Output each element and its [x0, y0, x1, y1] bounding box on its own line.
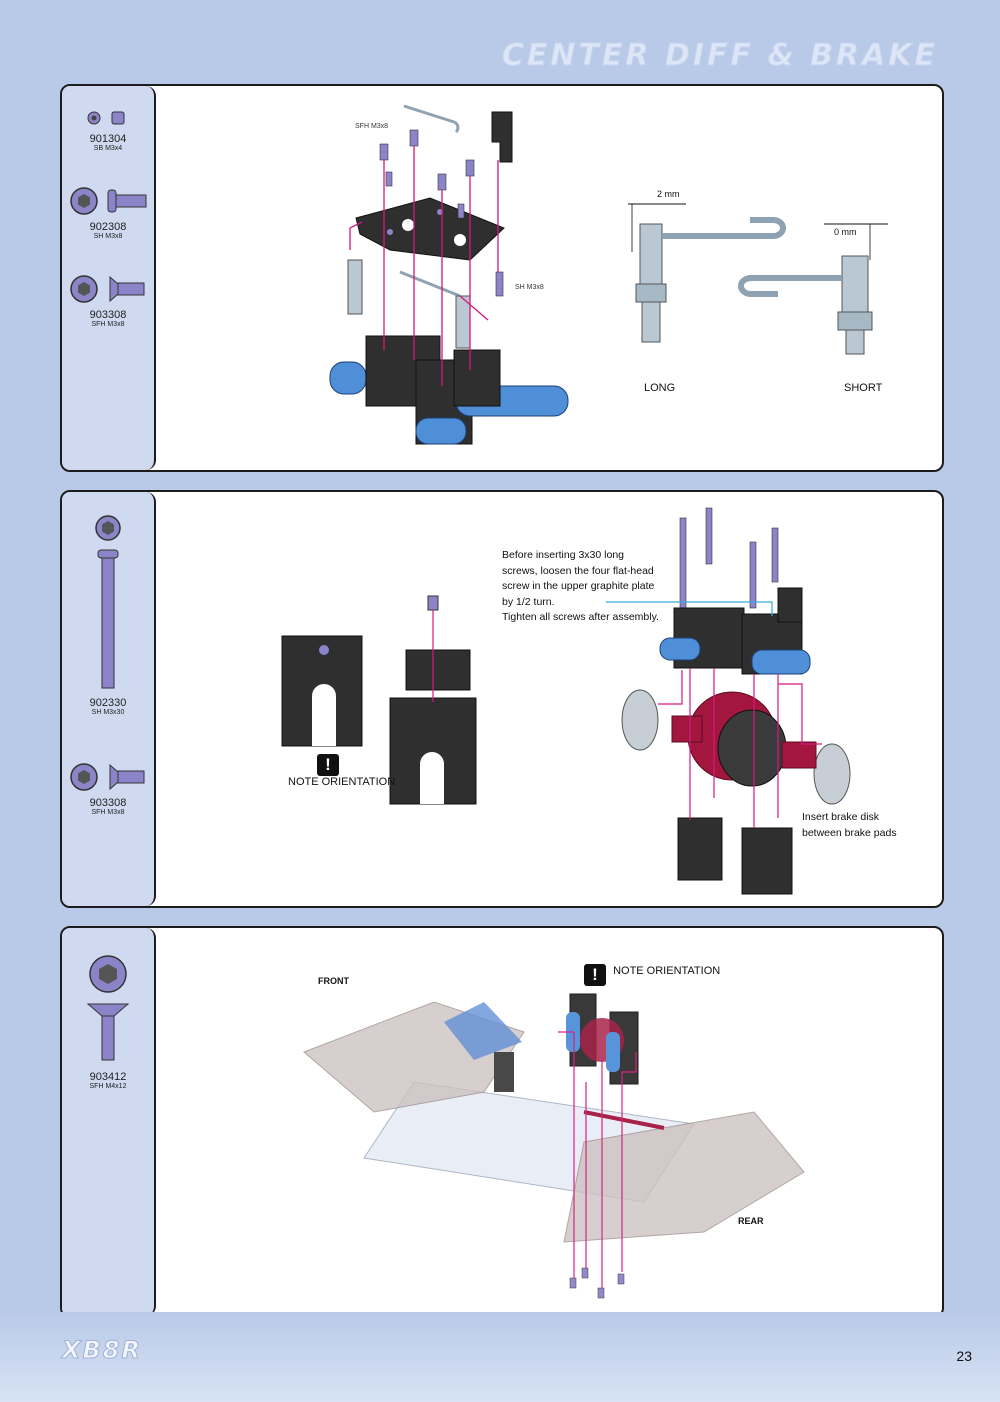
pin-length-diagram — [628, 203, 888, 355]
label-short: SHORT — [844, 382, 883, 394]
socket-head-screw-icon — [70, 187, 147, 215]
chassis-assembly-diagram — [303, 993, 805, 1299]
footer-band — [0, 1312, 1000, 1402]
step-panel-2: 902330 SH M3x30 903308 SFH M3x8 ! NOTE O… — [60, 490, 944, 908]
step-panel-3: 903412 SFH M4x12 FRONT REAR ! NOTE ORIEN… — [60, 926, 944, 1318]
label-long: LONG — [644, 382, 676, 394]
part-902330: 902330 SH M3x30 — [62, 512, 154, 717]
brand-logo: XB8R — [62, 1336, 142, 1365]
screw-instruction: Before inserting 3x30 long screws, loose… — [502, 549, 659, 623]
step-panel-1: 901304 SB M3x4 902308 SH M3x8 903308 SFH… — [60, 84, 944, 472]
part-901304: 901304 SB M3x4 — [62, 108, 154, 153]
dim-0mm: 0 mm — [834, 227, 857, 237]
flat-head-screw-icon — [70, 275, 145, 303]
page-title: CENTER DIFF & BRAKE — [501, 38, 938, 74]
warning-icon: ! — [317, 754, 339, 776]
block-orientation-diagram — [281, 595, 477, 805]
label-sfh-m3x8: SFH M3x8 — [355, 123, 389, 130]
part-903308: 903308 SFH M3x8 — [62, 762, 154, 817]
button-screw-small-icon — [87, 111, 125, 125]
note-orientation-2: ! NOTE ORIENTATION — [288, 754, 396, 788]
dim-2mm: 2 mm — [657, 189, 680, 199]
parts-sidebar: 902330 SH M3x30 903308 SFH M3x8 — [62, 492, 156, 906]
brake-assembly-exploded-diagram — [329, 104, 569, 445]
page-number: 23 — [956, 1348, 972, 1364]
parts-sidebar: 903412 SFH M4x12 — [62, 928, 156, 1316]
diff-brake-exploded-diagram — [606, 507, 851, 895]
long-socket-screw-icon — [95, 515, 121, 689]
flat-head-screw-icon — [70, 763, 145, 791]
label-front: FRONT — [318, 976, 349, 986]
warning-icon: ! — [584, 964, 606, 986]
label-rear: REAR — [738, 1216, 764, 1226]
parts-sidebar: 901304 SB M3x4 902308 SH M3x8 903308 SFH… — [62, 86, 156, 470]
note-orientation-3: ! NOTE ORIENTATION — [584, 964, 720, 986]
part-902308: 902308 SH M3x8 — [62, 186, 154, 241]
part-903308: 903308 SFH M3x8 — [62, 274, 154, 329]
brake-disk-note: Insert brake disk between brake pads — [802, 811, 897, 839]
flat-head-m4-screw-icon — [86, 955, 130, 1061]
part-903412: 903412 SFH M4x12 — [62, 954, 154, 1091]
label-sh-m3x8: SH M3x8 — [515, 284, 544, 291]
